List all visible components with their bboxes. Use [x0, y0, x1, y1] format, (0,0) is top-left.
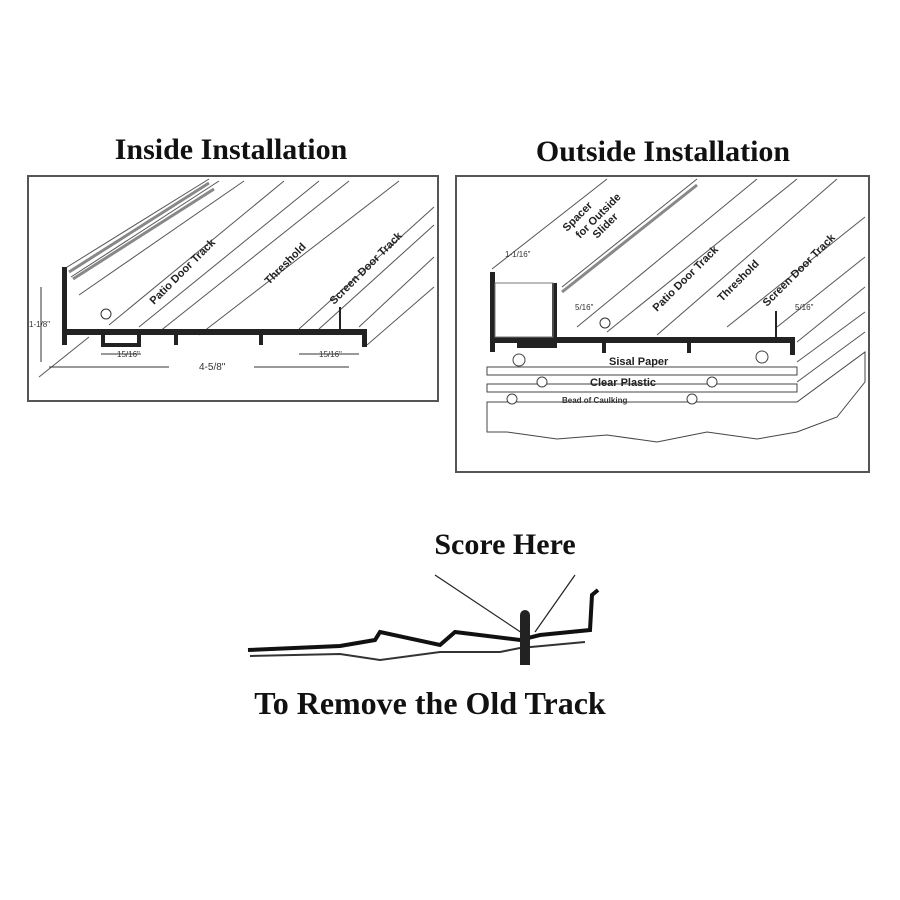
remove-old-track-caption: To Remove the Old Track	[254, 685, 606, 721]
inside-overall-width-dimension: 4-5/8"	[199, 362, 226, 373]
outside-left-gap-dimension: 5/16"	[575, 303, 594, 312]
inside-right-width-dimension: 15/16"	[319, 350, 342, 359]
outside-installation-title: Outside Installation	[535, 135, 791, 168]
outside-installation-diagram: Spacer for Outside Slider 1-1/16" 5/16" …	[455, 175, 870, 473]
sisal-paper-label: Sisal Paper	[609, 356, 669, 368]
outside-patio-track-label: Patio Door Track	[651, 243, 722, 314]
outside-track-drawing: Spacer for Outside Slider 1-1/16" 5/16" …	[486, 178, 866, 443]
outside-screen-track-label: Screen Door Track	[761, 231, 839, 309]
caulking-beads	[506, 350, 769, 405]
spacer-width-dimension: 1-1/16"	[505, 250, 531, 259]
inside-left-width-dimension: 15/16"	[117, 350, 140, 359]
clear-plastic-label: Clear Plastic	[590, 377, 656, 389]
track-profile	[62, 267, 367, 347]
old-track-sketch	[247, 574, 600, 665]
dimension-lines	[40, 287, 359, 368]
inside-threshold-label: Threshold	[263, 241, 309, 287]
bead-of-caulking-label: Bead of Caulking	[562, 396, 627, 405]
layers	[486, 351, 866, 443]
spacer-strip	[561, 183, 698, 294]
inside-screen-track-label: Screen Door Track	[328, 229, 406, 307]
track-perspective-lines	[491, 178, 866, 383]
outside-right-gap-dimension: 5/16"	[795, 303, 814, 312]
weatherstrip	[68, 181, 215, 281]
score-here-label: Score Here	[434, 528, 576, 561]
inside-installation-diagram: Patio Door Track Threshold Screen Door T…	[27, 175, 439, 402]
track-profile	[490, 272, 795, 355]
track-perspective-lines	[38, 178, 435, 378]
outside-threshold-label: Threshold	[716, 258, 762, 304]
inside-track-drawing: Patio Door Track Threshold Screen Door T…	[29, 178, 435, 378]
inside-installation-title: Inside Installation	[114, 133, 348, 166]
inside-height-dimension: 1-1/8"	[29, 320, 50, 329]
